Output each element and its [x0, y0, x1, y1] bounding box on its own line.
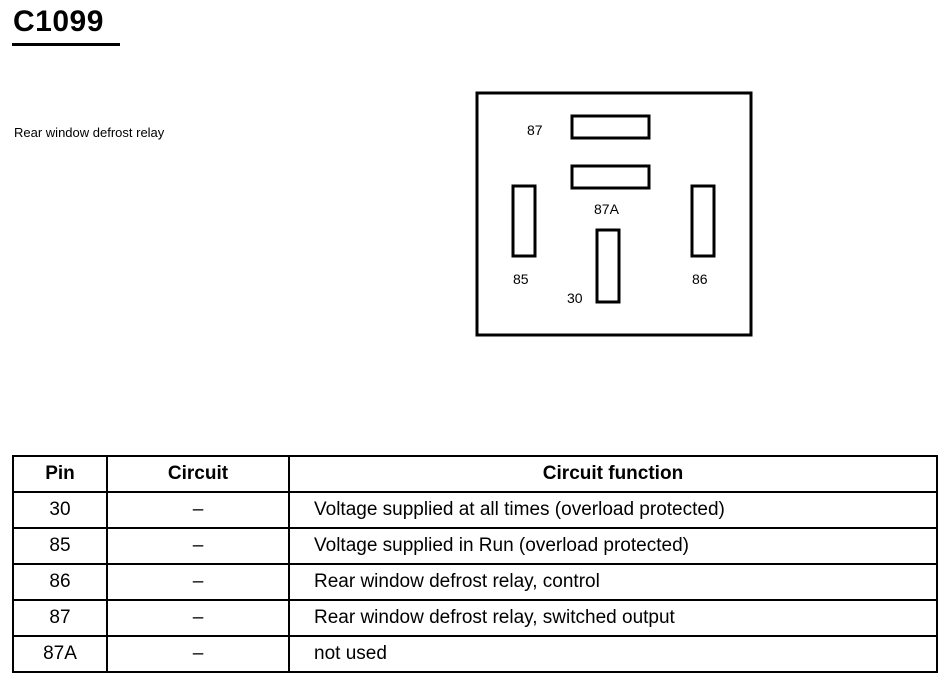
table-row: 87 – Rear window defrost relay, switched… [12, 599, 938, 637]
circuit-cell: – [106, 635, 290, 673]
terminal-87a [570, 164, 651, 190]
header-circuit-function: Circuit function [288, 455, 938, 493]
pin-cell: 30 [12, 491, 108, 529]
circuit-function-cell: Rear window defrost relay, switched outp… [288, 599, 938, 637]
header-circuit: Circuit [106, 455, 290, 493]
table-row: 87A – not used [12, 635, 938, 673]
circuit-cell: – [106, 527, 290, 565]
title-underline [12, 43, 120, 46]
table-row: 85 – Voltage supplied in Run (overload p… [12, 527, 938, 565]
table-header-row: Pin Circuit Circuit function [12, 455, 938, 493]
pin-cell: 87 [12, 599, 108, 637]
circuit-function-cell: not used [288, 635, 938, 673]
connector-housing [475, 91, 753, 337]
header-pin: Pin [12, 455, 108, 493]
circuit-function-cell: Rear window defrost relay, control [288, 563, 938, 601]
pin-label-86: 86 [692, 271, 708, 287]
pin-label-87a: 87A [594, 201, 620, 217]
pin-label-87: 87 [527, 122, 543, 138]
pin-cell: 85 [12, 527, 108, 565]
terminal-85 [511, 184, 537, 258]
circuit-cell: – [106, 563, 290, 601]
pin-cell: 87A [12, 635, 108, 673]
connector-face-diagram: 87 87A 85 30 86 [475, 91, 753, 337]
connector-id: C1099 [13, 5, 104, 38]
component-name: Rear window defrost relay [14, 125, 165, 140]
table-row: 30 – Voltage supplied at all times (over… [12, 491, 938, 529]
circuit-function-cell: Voltage supplied at all times (overload … [288, 491, 938, 529]
table-row: 86 – Rear window defrost relay, control [12, 563, 938, 601]
terminal-86 [690, 184, 716, 258]
circuit-cell: – [106, 491, 290, 529]
terminal-30 [595, 228, 621, 304]
circuit-function-cell: Voltage supplied in Run (overload protec… [288, 527, 938, 565]
circuit-cell: – [106, 599, 290, 637]
terminal-87 [570, 114, 651, 140]
pin-cell: 86 [12, 563, 108, 601]
pin-label-85: 85 [513, 271, 529, 287]
pin-assignment-table: Pin Circuit Circuit function 30 – Voltag… [12, 455, 938, 673]
pin-label-30: 30 [567, 290, 583, 306]
